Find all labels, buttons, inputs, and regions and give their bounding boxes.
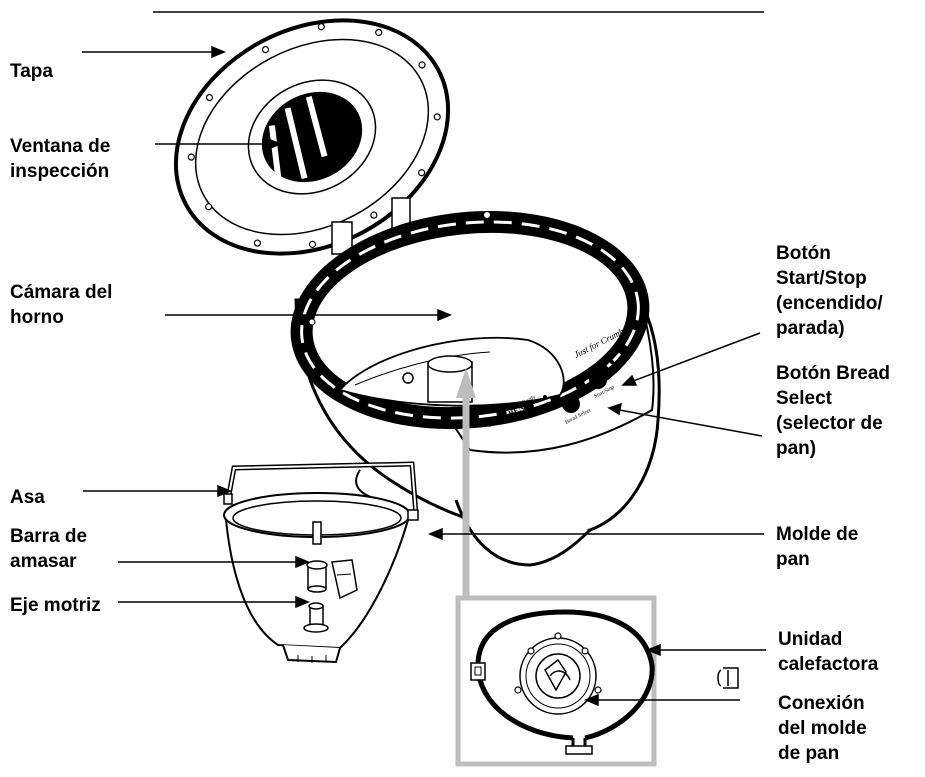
label-start-stop-line-1: Botón xyxy=(776,241,883,266)
label-oven-chamber-line-2: horno xyxy=(10,305,112,330)
label-pan-connection-line-2: del molde xyxy=(778,716,867,741)
label-handle: Asa xyxy=(10,485,45,510)
label-bread-pan-line-2: pan xyxy=(776,547,858,572)
label-drive-shaft-line: Eje motriz xyxy=(10,593,101,618)
label-heating-unit-line-1: Unidad xyxy=(778,627,878,652)
label-start-stop-line-4: parada) xyxy=(776,316,883,341)
label-inspection-window: Ventana de inspección xyxy=(10,134,110,184)
label-heating-unit: Unidad calefactora xyxy=(778,627,878,677)
label-handle-line: Asa xyxy=(10,485,45,510)
bread-pan-illustration xyxy=(224,464,418,663)
label-bread-select-button: Botón Bread Select (selector de pan) xyxy=(776,361,890,461)
label-start-stop-button: Botón Start/Stop (encendido/ parada) xyxy=(776,241,883,341)
label-bread-select-line-1: Botón Bread xyxy=(776,361,890,386)
label-kneading-bar: Barra de amasar xyxy=(10,524,87,574)
label-inspection-window-line-1: Ventana de xyxy=(10,134,110,159)
label-drive-shaft: Eje motriz xyxy=(10,593,101,618)
label-heating-unit-line-2: calefactora xyxy=(778,652,878,677)
label-bread-select-line-2: Select xyxy=(776,386,890,411)
label-pan-connection-line-1: Conexión xyxy=(778,691,867,716)
label-bread-pan: Molde de pan xyxy=(776,522,858,572)
label-lid-line: Tapa xyxy=(10,59,53,84)
label-pan-connection: Conexión del molde de pan xyxy=(778,691,867,766)
label-oven-chamber: Cámara del horno xyxy=(10,280,112,330)
heating-unit-drawing xyxy=(471,612,738,754)
label-start-stop-line-3: (encendido/ xyxy=(776,291,883,316)
label-kneading-bar-line-2: amasar xyxy=(10,549,87,574)
label-pan-connection-line-3: de pan xyxy=(778,741,867,766)
label-kneading-bar-line-1: Barra de xyxy=(10,524,87,549)
label-oven-chamber-line-1: Cámara del xyxy=(10,280,112,305)
label-start-stop-line-2: Start/Stop xyxy=(776,266,883,291)
label-bread-select-line-4: pan) xyxy=(776,436,890,461)
label-inspection-window-line-2: inspección xyxy=(10,159,110,184)
label-bread-select-line-3: (selector de xyxy=(776,411,890,436)
label-lid: Tapa xyxy=(10,59,53,84)
label-bread-pan-line-1: Molde de xyxy=(776,522,858,547)
